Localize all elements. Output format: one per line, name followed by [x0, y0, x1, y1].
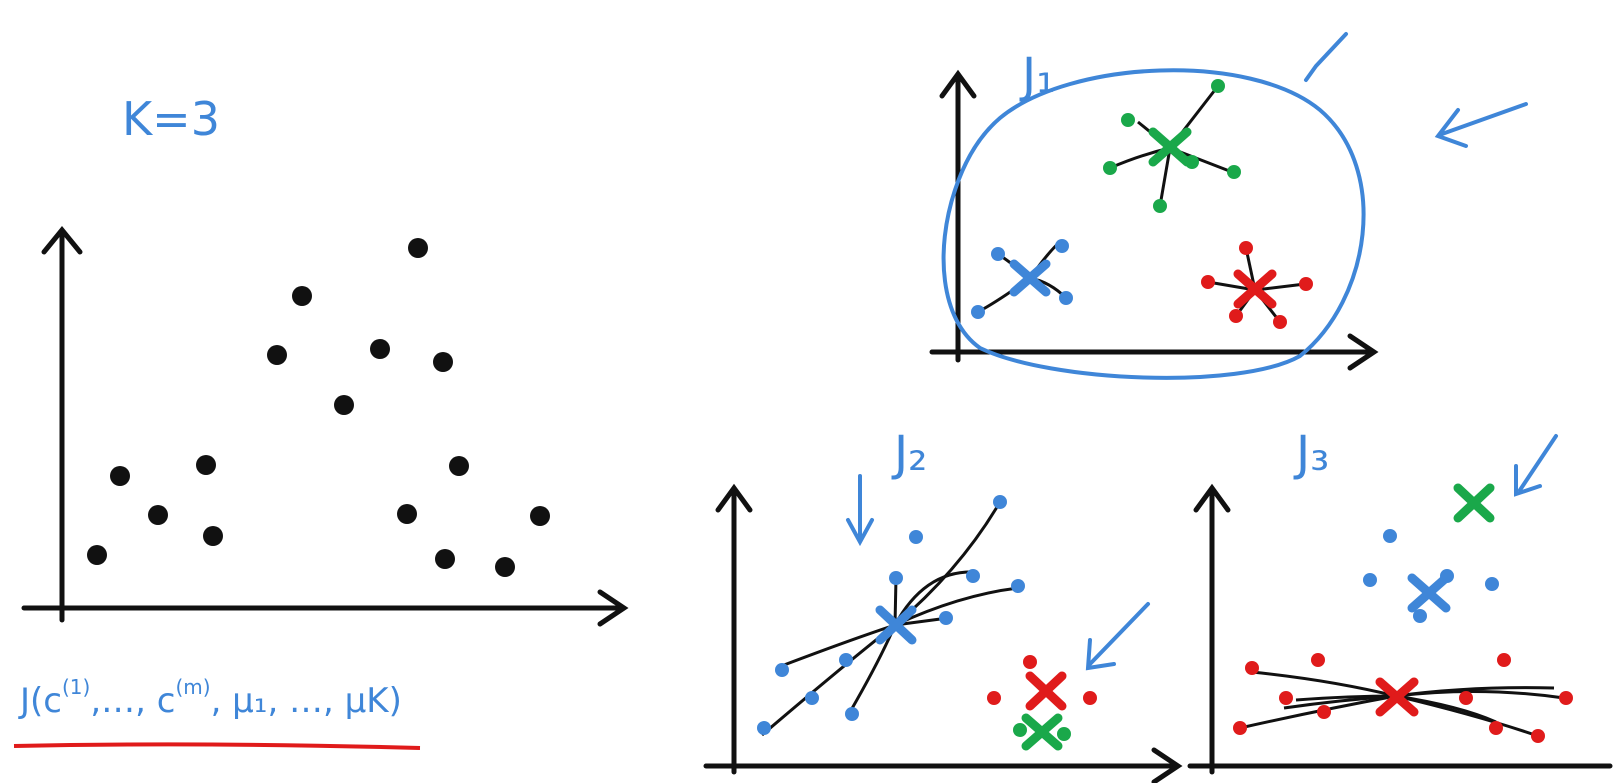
data-point [1055, 239, 1069, 253]
data-point [839, 653, 853, 667]
data-point [1485, 577, 1499, 591]
centroid-marker [1148, 127, 1192, 167]
data-point [1121, 113, 1135, 127]
j3-green-centroid [1453, 483, 1495, 523]
j2-green-cluster [1013, 713, 1071, 751]
data-point [1311, 653, 1325, 667]
data-point [775, 663, 789, 677]
j1-axes [929, 69, 1379, 371]
data-point [1153, 199, 1167, 213]
centroid-marker [1025, 671, 1067, 711]
svg-text:J(c(1),…, c(m), μ₁, …, μK): J(c(1),…, c(m), μ₁, …, μK) [18, 675, 402, 721]
centroid-marker [1021, 713, 1063, 751]
data-point [1059, 291, 1073, 305]
j1-blue-cluster [971, 239, 1073, 319]
centroid-marker [1233, 269, 1277, 309]
data-point [1299, 277, 1313, 291]
data-point [334, 395, 354, 415]
data-point [1023, 655, 1037, 669]
data-point [1559, 691, 1573, 705]
data-point [292, 286, 312, 306]
j3-axes [1187, 483, 1613, 775]
data-point [408, 238, 428, 258]
data-point [110, 466, 130, 486]
data-point [1383, 529, 1397, 543]
data-point [433, 352, 453, 372]
j3-blue-cluster [1363, 529, 1499, 623]
cost-function: J(c(1),…, c(m), μ₁, …, μK) [18, 675, 402, 721]
data-point [993, 495, 1007, 509]
data-point [805, 691, 819, 705]
data-point [889, 571, 903, 585]
j2-down-arrow [846, 474, 874, 547]
j2-label: J₂ [891, 426, 927, 482]
k-label: K=3 [122, 92, 220, 146]
data-point [435, 549, 455, 569]
j3-label: J₃ [1293, 426, 1329, 482]
j2-blue-cluster [757, 495, 1025, 737]
centroid-marker [875, 605, 917, 645]
data-point [939, 611, 953, 625]
data-point [909, 530, 923, 544]
cost-underline [13, 742, 421, 750]
data-point [449, 456, 469, 476]
data-point [991, 247, 1005, 261]
centroid-marker [1009, 259, 1051, 297]
data-point [1011, 579, 1025, 593]
data-point [148, 505, 168, 525]
data-point [1211, 79, 1225, 93]
data-point [1459, 691, 1473, 705]
j2-red-cluster [987, 655, 1097, 711]
j3-pointer-arrow [1514, 434, 1558, 497]
data-point [1239, 241, 1253, 255]
data-point [1273, 315, 1287, 329]
data-point [87, 545, 107, 565]
centroid-marker [1453, 483, 1495, 523]
data-point [397, 504, 417, 524]
data-point [1413, 609, 1427, 623]
data-point [845, 707, 859, 721]
j1-red-cluster [1201, 241, 1313, 329]
data-point [196, 455, 216, 475]
j3-red-cluster [1233, 653, 1573, 743]
data-point [1083, 691, 1097, 705]
data-point [1013, 723, 1027, 737]
data-point [987, 691, 1001, 705]
j1-check-mark [1304, 32, 1348, 82]
j1-selection-circle [941, 68, 1366, 380]
data-point [1201, 275, 1215, 289]
j1-green-cluster [1103, 79, 1241, 213]
left-axes [21, 226, 629, 627]
data-point [1233, 721, 1247, 735]
data-point [757, 721, 771, 735]
data-point [966, 569, 980, 583]
j2-pointer-arrow [1085, 602, 1150, 671]
j2-axes [703, 483, 1183, 783]
data-point [1489, 721, 1503, 735]
data-point [495, 557, 515, 577]
data-point [1363, 573, 1377, 587]
data-point [1531, 729, 1545, 743]
data-point [267, 345, 287, 365]
unclustered-points [87, 238, 550, 577]
data-point [971, 305, 985, 319]
data-point [1245, 661, 1259, 675]
data-point [1227, 165, 1241, 179]
data-point [1103, 161, 1117, 175]
centroid-marker [1375, 677, 1419, 717]
data-point [203, 526, 223, 546]
data-point [1057, 727, 1071, 741]
data-point [370, 339, 390, 359]
data-point [1317, 705, 1331, 719]
j1-pointer-arrow [1434, 102, 1528, 148]
data-point [1279, 691, 1293, 705]
data-point [1497, 653, 1511, 667]
data-point [530, 506, 550, 526]
data-point [1229, 309, 1243, 323]
centroid-marker [1407, 573, 1451, 613]
